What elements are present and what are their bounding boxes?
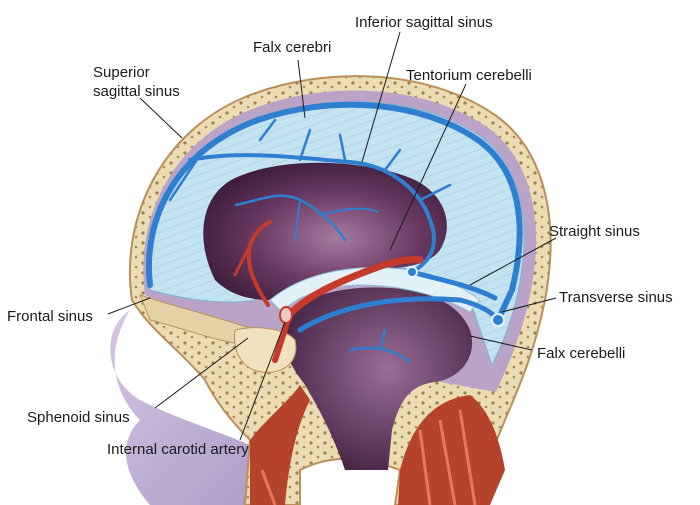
superior-sagittal-sinus-vessel — [146, 101, 523, 323]
straight-sinus-vessel — [409, 269, 498, 301]
label-falx-cerebri: Falx cerebri — [253, 39, 332, 56]
label-transverse-sinus: Transverse sinus — [559, 289, 673, 306]
nasal-soft-tissue — [110, 310, 290, 505]
cerebellar-veins — [348, 328, 412, 364]
label-internal-carotid-artery: Internal carotid artery — [107, 441, 249, 458]
label-superior-line1: Superior — [93, 64, 150, 81]
label-tentorium-cerebelli: Tentorium cerebelli — [406, 67, 532, 84]
label-frontal-sinus: Frontal sinus — [7, 308, 93, 325]
label-superior-line2: sagittal sinus — [93, 83, 180, 100]
leader-lines — [107, 31, 557, 441]
label-sphenoid-sinus: Sphenoid sinus — [27, 409, 130, 426]
carotid-cross-section — [279, 306, 293, 324]
label-falx-cerebelli: Falx cerebelli — [537, 345, 626, 362]
torcula — [491, 313, 505, 327]
label-straight-sinus: Straight sinus — [549, 223, 640, 240]
transverse-sinus-vessel — [297, 296, 501, 333]
neck-muscles — [250, 385, 505, 505]
label-superior-sagittal-sinus: Superior sagittal sinus — [93, 63, 180, 101]
sinus-junction — [406, 266, 418, 278]
cerebral-veins — [168, 118, 452, 242]
posterior-fossa — [282, 287, 473, 470]
label-inferior-sagittal-sinus: Inferior sagittal sinus — [355, 14, 493, 31]
